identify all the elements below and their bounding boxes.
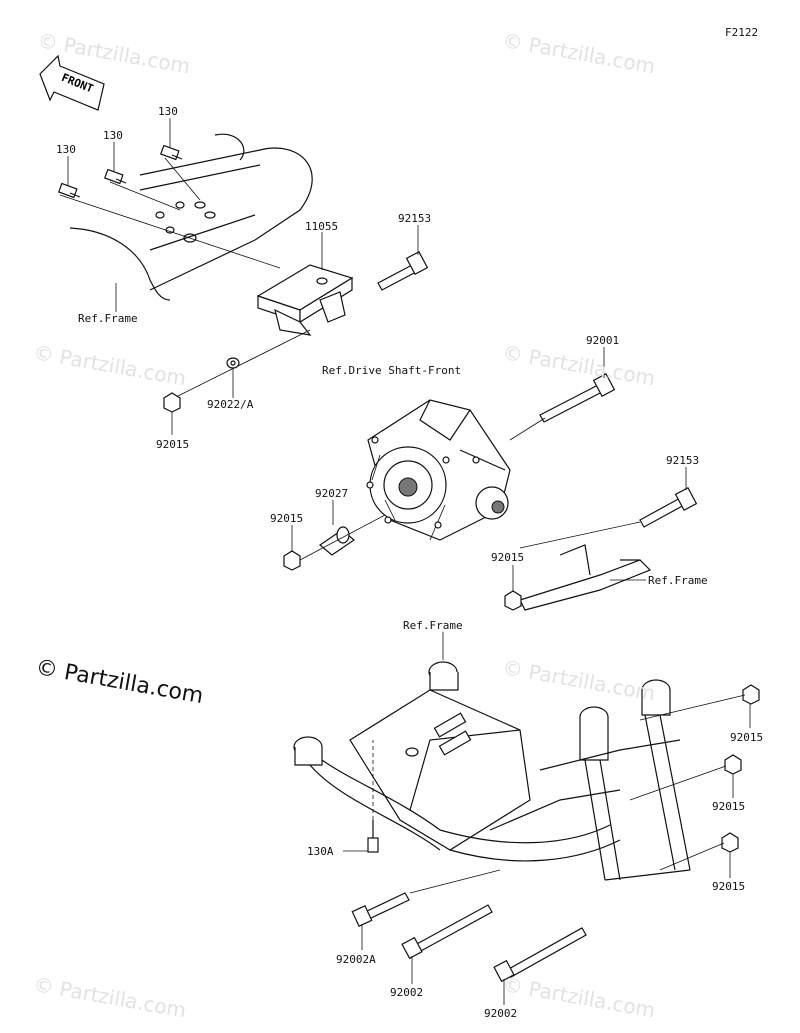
label-ref-frame: Ref.Frame [403, 619, 463, 632]
figure-code: F2122 [725, 26, 759, 39]
label-92015: 92015 [491, 551, 525, 564]
bolt-130-c [160, 144, 183, 161]
label-ref-frame: Ref.Frame [78, 312, 138, 325]
washer-92022a [226, 357, 240, 369]
label-130: 130 [103, 129, 123, 142]
label-92002: 92002 [484, 1007, 518, 1020]
nut-92015-b [283, 550, 301, 571]
bolt-130-b [104, 168, 127, 185]
label-92015: 92015 [730, 731, 764, 744]
label-130: 130 [56, 143, 76, 156]
label-130: 130 [158, 105, 178, 118]
bolt-130-a [58, 182, 81, 199]
label-92015: 92015 [270, 512, 304, 525]
label-92153: 92153 [398, 212, 432, 225]
bolt-130a [367, 740, 379, 853]
bolt-92002a [351, 892, 410, 928]
nut-92015-e [724, 754, 742, 775]
label-92002: 92002 [390, 986, 424, 999]
right-bracket-mid [519, 544, 652, 611]
bracket-11055 [256, 264, 354, 336]
leader-lines [67, 118, 751, 1005]
label-130a: 130A [307, 845, 334, 858]
front-differential [366, 399, 511, 541]
bolt-92002-b [493, 927, 587, 983]
label-92001: 92001 [586, 334, 620, 347]
label-92153: 92153 [666, 454, 700, 467]
label-92027: 92027 [315, 487, 349, 500]
bolt-92153-mid [639, 486, 698, 528]
label-ref-drive-shaft: Ref.Drive Shaft-Front [322, 364, 462, 377]
label-92015: 92015 [712, 880, 746, 893]
lower-frame [293, 661, 691, 881]
label-92002a: 92002A [336, 953, 376, 966]
collar-92027 [319, 526, 355, 556]
label-ref-frame: Ref.Frame [648, 574, 708, 587]
nut-92015-a [163, 392, 181, 413]
nut-92015-d [742, 684, 760, 705]
label-92015: 92015 [712, 800, 746, 813]
bolt-92153-top [377, 250, 429, 291]
nut-92015-c [504, 590, 522, 611]
label-92022a: 92022/A [207, 398, 254, 411]
upper-frame-section [59, 133, 313, 301]
nut-92015-f [721, 832, 739, 853]
bolt-92002-a [401, 904, 493, 960]
label-11055: 11055 [305, 220, 339, 233]
label-92015: 92015 [156, 438, 190, 451]
front-arrow-icon: FRONT [39, 54, 105, 111]
